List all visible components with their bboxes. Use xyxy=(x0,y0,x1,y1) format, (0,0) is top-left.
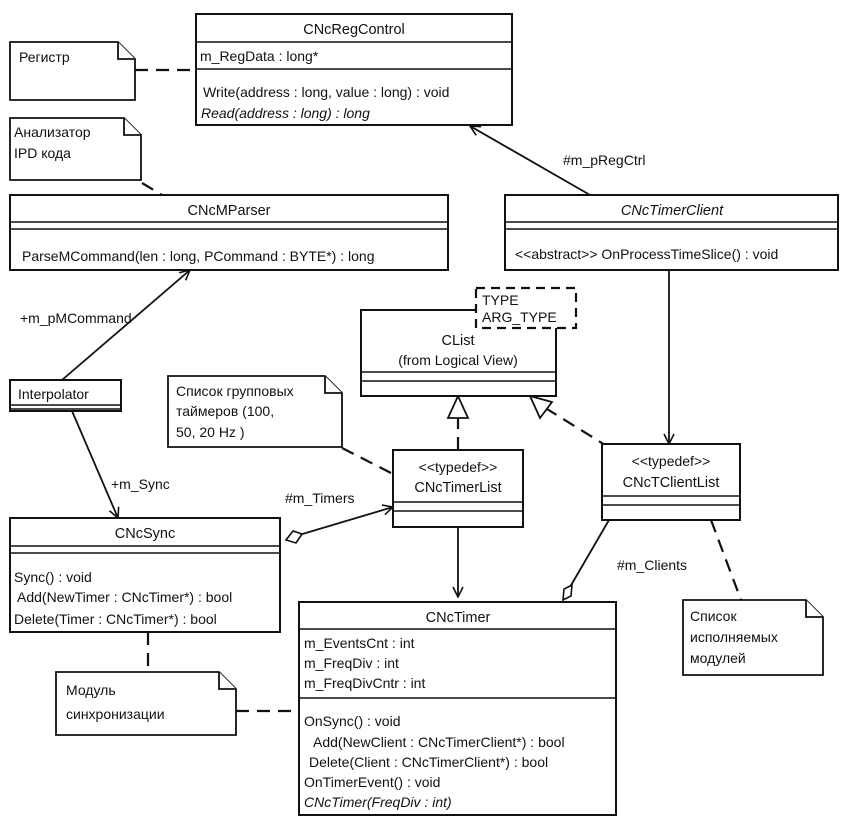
class-nctclientlist: <<typedef>> CNcTClientList xyxy=(601,443,741,521)
note-anchor-timer-groups xyxy=(341,447,394,475)
role-label-mclients: #m_Clients xyxy=(617,557,687,573)
class-name-mparser: CNcMParser xyxy=(188,203,271,219)
template-param-type: TYPE xyxy=(482,292,519,308)
class-nctimerclient: CNcTimerClient <<abstract>> OnProcessTim… xyxy=(504,194,839,271)
note-text-sync-module-1: Модуль xyxy=(66,682,116,698)
op-parsemcommand: ParseMCommand(len : long, PCommand : BYT… xyxy=(22,248,374,264)
stereotype-timerlist: <<typedef>> xyxy=(419,459,498,475)
op-onsync: OnSync() : void xyxy=(304,713,400,729)
class-nctimerlist: <<typedef>> CNcTimerList xyxy=(392,449,524,528)
attr-eventscnt: m_EventsCnt : int xyxy=(304,635,415,651)
note-sync-module: Модуль синхронизации xyxy=(55,671,237,736)
op-timer-delete: Delete(Client : CNcTimerClient*) : bool xyxy=(309,754,548,770)
role-label-pmcommand: +m_pMCommand xyxy=(20,310,132,326)
op-onprocesstimeslice: <<abstract>> OnProcessTimeSlice() : void xyxy=(515,246,778,262)
class-name-timerclient: CNcTimerClient xyxy=(621,203,724,219)
class-name-sync: CNcSync xyxy=(115,526,175,542)
role-label-pregctrl: #m_pRegCtrl xyxy=(563,152,645,168)
class-clist-package: (from Logical View) xyxy=(398,352,518,368)
class-ncmparser: CNcMParser ParseMCommand(len : long, PCo… xyxy=(9,194,449,271)
class-ncregcontrol: CNcRegControl m_RegData : long* Write(ad… xyxy=(195,13,513,126)
note-text-modules-2: исполняемых xyxy=(690,629,778,645)
class-name-timer: CNcTimer xyxy=(426,610,491,626)
assoc-clients-line xyxy=(569,519,610,588)
assoc-timers-line xyxy=(298,507,393,536)
op-sync: Sync() : void xyxy=(14,569,92,585)
template-params-box xyxy=(474,286,578,330)
note-text-modules-1: Список xyxy=(690,608,737,624)
attr-regdata: m_RegData : long* xyxy=(200,48,319,64)
assoc-sync-line xyxy=(71,410,118,518)
attr-freqdiv: m_FreqDiv : int xyxy=(304,655,399,671)
class-nctimer: CNcTimer m_EventsCnt : int m_FreqDiv : i… xyxy=(298,601,617,816)
note-text-analyzer-2: IPD кода xyxy=(14,145,71,161)
note-modules-list: Список исполняемых модулей xyxy=(682,599,824,676)
note-analyzer: Анализатор IPD кода xyxy=(9,117,142,181)
op-write: Write(address : long, value : long) : vo… xyxy=(203,84,449,100)
stereotype-tclientlist: <<typedef>> xyxy=(632,453,711,469)
note-text-analyzer-1: Анализатор xyxy=(14,124,91,140)
note-text-timer-groups-3: 50, 20 Hz ) xyxy=(176,424,244,440)
note-text-register-1: Регистр xyxy=(19,49,70,65)
note-register: Регистр xyxy=(9,41,136,101)
note-text-timer-groups-1: Список групповых xyxy=(176,383,294,399)
role-label-mtimers: #m_Timers xyxy=(285,490,355,506)
class-name-timerlist: CNcTimerList xyxy=(414,480,501,496)
class-ncsync: CNcSync Sync() : void Add(NewTimer : CNc… xyxy=(9,517,281,633)
op-constructor: CNcTimer(FreqDiv : int) xyxy=(304,794,452,810)
class-name-clist: CList xyxy=(441,333,474,349)
note-anchor-analyzer xyxy=(141,182,163,196)
class-name-tclientlist: CNcTClientList xyxy=(623,475,720,491)
aggregation-diamond-timer xyxy=(562,583,573,602)
assoc-mcommand-line xyxy=(61,270,190,381)
note-timer-groups: Список групповых таймеров (100, 50, 20 H… xyxy=(167,375,343,448)
class-name-regcontrol: CNcRegControl xyxy=(303,22,405,38)
class-clist: CList (from Logical View) TYPE ARG_TYPE xyxy=(360,286,578,397)
attr-freqdivcntr: m_FreqDivCntr : int xyxy=(304,675,425,691)
op-sync-delete: Delete(Timer : CNcTimer*) : bool xyxy=(14,611,217,627)
note-text-timer-groups-2: таймеров (100, xyxy=(176,403,274,419)
aggregation-diamond-sync xyxy=(284,530,304,544)
template-param-arg-type: ARG_TYPE xyxy=(482,309,557,325)
class-interpolator: Interpolator xyxy=(9,379,122,412)
class-name-interpolator: Interpolator xyxy=(18,386,89,402)
realize-timerlist-triangle xyxy=(446,393,470,419)
realize-tclientlist-triangle xyxy=(528,394,554,420)
role-label-msync: +m_Sync xyxy=(111,476,170,492)
note-text-modules-3: модулей xyxy=(690,650,746,666)
op-sync-add: Add(NewTimer : CNcTimer*) : bool xyxy=(17,589,232,605)
op-ontimerevent: OnTimerEvent() : void xyxy=(304,774,440,790)
op-read: Read(address : long) : long xyxy=(201,105,370,121)
note-text-sync-module-2: синхронизации xyxy=(66,706,165,722)
realize-tclientlist-line xyxy=(546,408,611,449)
assoc-regctrl-line xyxy=(470,126,591,196)
note-anchor-modules xyxy=(709,519,743,601)
op-timer-add: Add(NewClient : CNcTimerClient*) : bool xyxy=(313,734,565,750)
